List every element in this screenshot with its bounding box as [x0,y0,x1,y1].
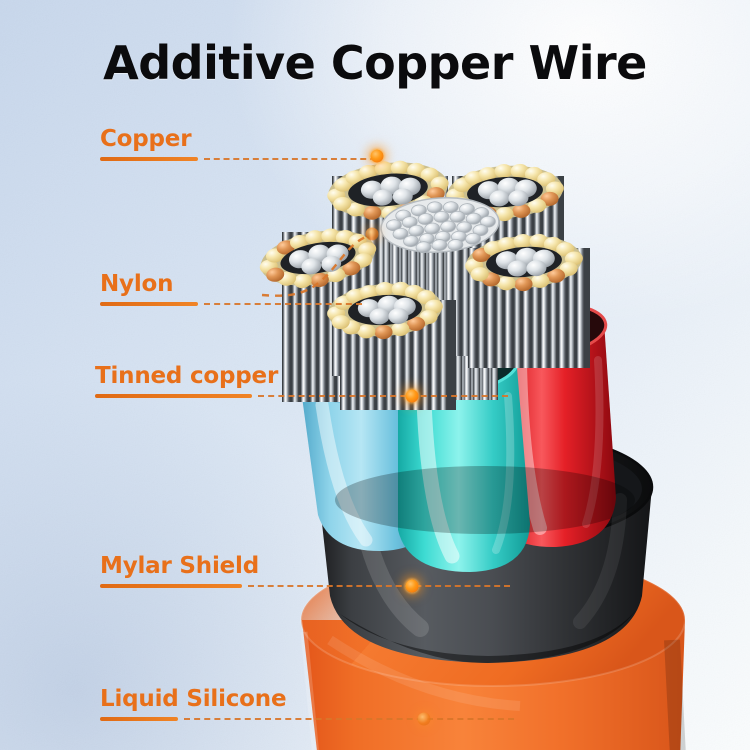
callout-mylar-shield: Mylar Shield [100,553,510,588]
hotspot-tinned-copper[interactable] [405,389,419,403]
callout-tinned-copper-rule [95,394,252,398]
page-title: Additive Copper Wire [103,36,647,90]
head-front-center [327,281,443,340]
head-right-front [465,233,583,292]
callout-liquid-silicone-leader [184,717,514,720]
head-right-back [446,163,564,222]
callout-mylar-shield-rule [100,584,242,588]
head-center-tinned [380,197,500,254]
hotspot-liquid-silicone[interactable] [417,712,431,726]
hotspot-copper[interactable] [370,149,384,163]
callout-nylon-label: Nylon [100,271,174,297]
hotspot-mylar-shield[interactable] [405,579,419,593]
callout-copper-leader [204,157,376,160]
callout-liquid-silicone-rule [100,717,178,721]
callout-tinned-copper: Tinned copper [95,363,508,398]
callout-mylar-shield-leader [248,584,510,587]
callout-mylar-shield-label: Mylar Shield [100,553,260,579]
hotspot-nylon[interactable] [365,227,379,241]
callout-liquid-silicone: Liquid Silicone [100,686,514,721]
callout-nylon-leader [204,302,362,305]
callout-tinned-copper-label: Tinned copper [95,363,279,389]
callout-copper-label: Copper [100,126,192,152]
callout-liquid-silicone-label: Liquid Silicone [100,686,287,712]
callout-nylon: Nylon [100,271,362,306]
callout-copper-rule [100,157,198,161]
callout-nylon-rule [100,302,198,306]
callout-tinned-copper-leader [258,394,508,397]
callout-copper: Copper [100,126,380,161]
head-left [259,228,377,289]
bundle-end-faces [259,160,583,340]
